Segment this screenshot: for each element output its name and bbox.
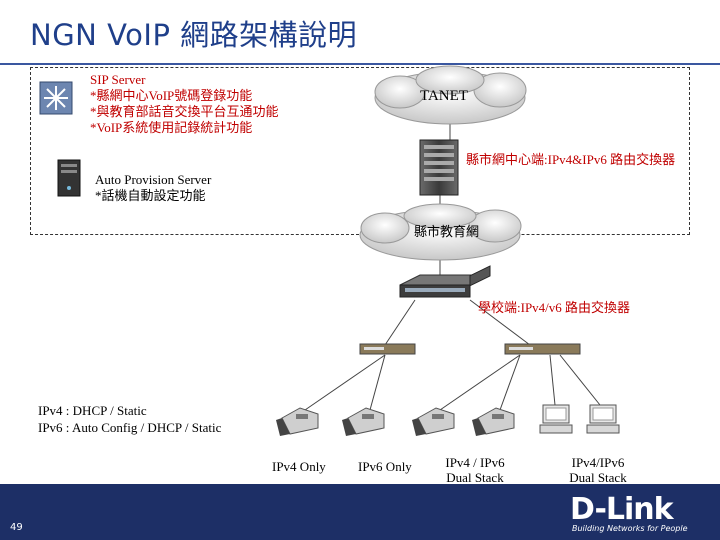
title-divider: [0, 63, 720, 65]
dual-phone-label-line1: IPv4 / IPv6: [445, 455, 505, 470]
link-gw-pc-2: [559, 354, 601, 406]
gateway-device-icon: [504, 343, 581, 355]
dlink-tagline: Building Networks for People: [572, 524, 688, 533]
link-gw-pc-1: [549, 354, 556, 406]
ipv4-only-label: IPv4 Only: [272, 459, 326, 474]
footer-bar: [0, 484, 720, 540]
dual-pc-label-line2: Dual Stack: [569, 470, 627, 485]
link-gw-phone-3: [439, 354, 521, 411]
sip-server-feature-2: *與教育部話音交換平台互通功能: [90, 104, 279, 119]
ipv6-only-label: IPv6 Only: [358, 459, 412, 474]
network-switch-icon: [39, 81, 73, 115]
county-router-label: 縣市網中心端:IPv4&IPv6 路由交換器: [466, 152, 676, 167]
ip-phone-icon: [342, 407, 385, 436]
sip-server-feature-3: *VoIP系統使用記錄統計功能: [90, 120, 253, 135]
link-switch-gateway-right: [469, 299, 531, 346]
auto-provision-feature: *話機自動設定功能: [95, 188, 206, 203]
ipv6-config-text: IPv6 : Auto Config / DHCP / Static: [38, 420, 222, 435]
tanet-label: TANET: [420, 88, 468, 104]
ipv4-config-text: IPv4 : DHCP / Static: [38, 403, 147, 418]
link-gw-phone-2: [369, 354, 386, 411]
sip-server-feature-1: *縣網中心VoIP號碼登錄功能: [90, 88, 253, 103]
dual-pc-label-line1: IPv4/IPv6: [571, 455, 625, 470]
ip-phone-icon: [472, 407, 515, 436]
ip-phone-icon: [276, 407, 319, 436]
page-title: NGN VoIP 網路架構說明: [30, 18, 358, 52]
computer-icon: [586, 404, 620, 434]
router-rack-icon: [419, 139, 459, 196]
dual-phone-label-line2: Dual Stack: [446, 470, 504, 485]
link-gw-phone-1: [304, 354, 386, 411]
dlink-logo: D-Link: [570, 492, 674, 527]
link-switch-gateway-left: [384, 299, 416, 346]
link-gw-phone-4: [499, 354, 521, 411]
computer-icon: [539, 404, 573, 434]
county-edu-net-label: 縣市教育網: [414, 224, 480, 239]
gateway-device-icon: [359, 343, 416, 355]
server-tower-icon: [57, 159, 81, 197]
cloud-icon: [374, 65, 527, 125]
auto-provision-heading: Auto Provision Server: [95, 172, 212, 187]
sip-server-heading: SIP Server: [90, 72, 146, 87]
page-number: 49: [10, 522, 23, 533]
connection-lines: [304, 120, 601, 411]
school-router-label: 學校端:IPv4/v6 路由交換器: [478, 300, 631, 315]
network-switch-icon: [399, 265, 491, 298]
cloud-icon: [359, 203, 522, 261]
ip-phone-icon: [412, 407, 455, 436]
